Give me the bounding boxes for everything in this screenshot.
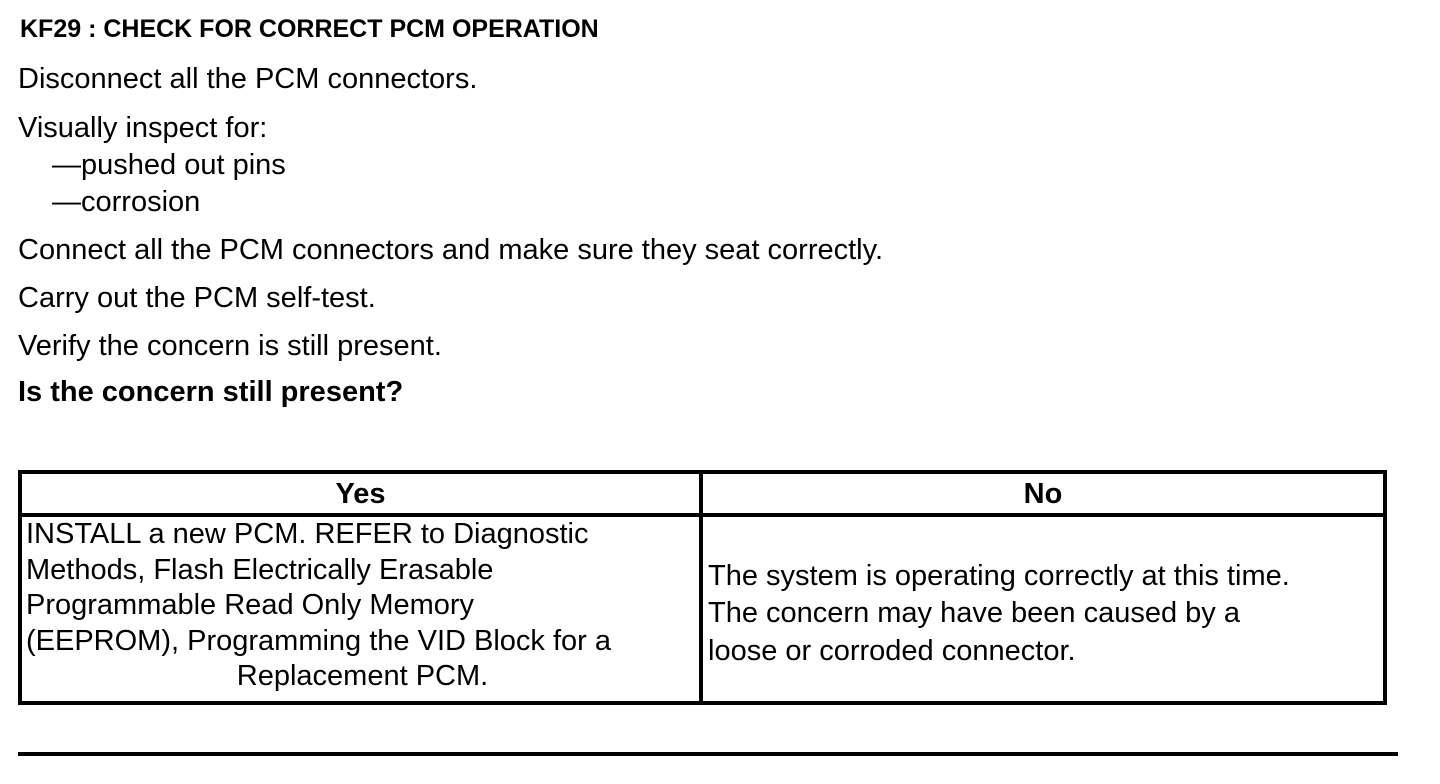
bottom-divider <box>18 752 1398 756</box>
yes-action-line: Methods, Flash Electrically Erasable <box>26 553 494 586</box>
no-header: No <box>699 470 1387 517</box>
step-verify: Verify the concern is still present. <box>18 330 442 362</box>
yes-action-line: Replacement PCM. <box>236 660 489 692</box>
yes-action-line: Programmable Read Only Memory <box>26 589 475 621</box>
inspect-item: —corrosion <box>52 186 201 218</box>
yes-action-cell: INSTALL a new PCM. REFER to Diagnostic M… <box>18 513 703 705</box>
table-header-row: Yes No <box>18 470 1387 517</box>
result-table: Yes No INSTALL a new PCM. REFER to Diagn… <box>18 470 1387 705</box>
no-action-line: loose or corroded connector. <box>708 634 1076 667</box>
yes-header: Yes <box>18 470 703 517</box>
no-action-line: The system is operating correctly at thi… <box>708 559 1290 592</box>
no-action-cell: The system is operating correctly at thi… <box>699 513 1387 705</box>
decision-question: Is the concern still present? <box>18 376 404 408</box>
yes-action-line: (EEPROM), Programming the VID Block for … <box>26 624 611 657</box>
step-disconnect: Disconnect all the PCM connectors. <box>18 63 478 95</box>
inspect-item: —pushed out pins <box>52 149 286 181</box>
step-inspect: Visually inspect for: <box>18 112 268 144</box>
section-heading: KF29 : CHECK FOR CORRECT PCM OPERATION <box>20 15 599 43</box>
step-self-test: Carry out the PCM self-test. <box>18 282 376 314</box>
step-connect: Connect all the PCM connectors and make … <box>18 234 884 266</box>
yes-action-line: INSTALL a new PCM. REFER to Diagnostic <box>26 518 589 550</box>
no-action-line: The concern may have been caused by a <box>708 597 1240 630</box>
table-row: INSTALL a new PCM. REFER to Diagnostic M… <box>18 513 1387 705</box>
